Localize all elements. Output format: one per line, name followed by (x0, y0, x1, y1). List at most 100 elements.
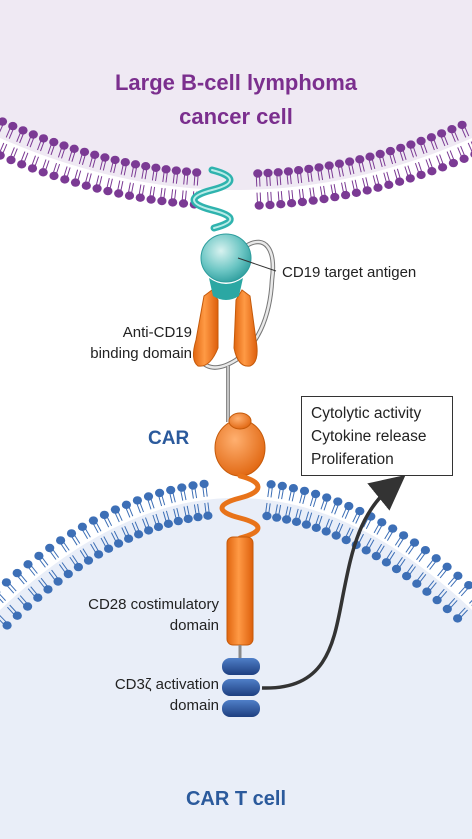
lipid-head (453, 614, 463, 623)
lipid-head (314, 163, 324, 172)
lipid-head (355, 506, 365, 516)
lipid-head (177, 483, 187, 492)
lipid-head (381, 558, 391, 567)
lipid-head (344, 501, 354, 511)
lipid-head (38, 168, 48, 177)
lipid-head (193, 512, 203, 522)
lipid-head (304, 164, 314, 174)
lipid-head (396, 143, 406, 153)
lipid-head (459, 154, 469, 163)
effect-proliferation: Proliferation (311, 451, 394, 468)
lipid-head (362, 186, 372, 195)
lipid-head (34, 551, 44, 561)
cd28-domain (226, 536, 254, 646)
lipid-head (311, 523, 321, 532)
lipid-head (178, 199, 189, 208)
lipid-head (0, 151, 5, 160)
lipid-head (173, 516, 183, 526)
lipid-head (92, 184, 102, 193)
lipid-head (166, 485, 176, 495)
lipid-head (437, 129, 447, 138)
lipid-head (135, 193, 145, 202)
lipid-head (99, 510, 109, 520)
lipid-head (273, 168, 283, 177)
lipid-head (265, 200, 275, 210)
lipid-head (276, 200, 286, 209)
cd19-antigen (200, 233, 252, 283)
lipid-head (0, 117, 8, 126)
lipid-head (17, 160, 27, 169)
lipid-head (134, 530, 144, 539)
lipid-head (266, 480, 276, 489)
lipid-head (297, 197, 307, 207)
lipid-head (110, 155, 120, 165)
lipid-head (103, 186, 113, 196)
lipid-head (70, 178, 81, 187)
lipid-head (1, 578, 11, 587)
lipid-head (442, 562, 452, 571)
lipid-head (130, 160, 141, 169)
lipid-head (321, 527, 331, 536)
cd28-label-line1: CD28 costimulatory (88, 596, 219, 613)
lipid-head (330, 192, 340, 202)
cancer-cell-title-line1: Large B-cell lymphoma (114, 70, 358, 95)
lipid-head (49, 171, 59, 181)
cancer-cell-title: Large B-cell lymphoma cancer cell (0, 66, 472, 134)
cd3-label-line1: CD3ζ activation (114, 676, 219, 693)
lipid-head (294, 166, 304, 175)
lipid-tail (0, 142, 5, 154)
lipid-head (157, 196, 167, 206)
cd3-label: CD3ζ activation domain (115, 674, 219, 716)
lipid-head (66, 529, 77, 538)
effect-cytolytic: Cytolytic activity (311, 405, 422, 422)
lipid-head (199, 479, 209, 489)
lipid-head (464, 581, 472, 590)
cd19-helix-highlight (193, 169, 232, 229)
lipid-head (79, 147, 90, 157)
lipid-head (49, 137, 59, 147)
lipid-head (143, 492, 154, 501)
lipid-tail (469, 599, 472, 604)
lipid-head (395, 177, 405, 186)
lipid-head (331, 531, 341, 540)
cancer-cell-title-line2: cancer cell (179, 104, 293, 129)
lipid-head (77, 522, 87, 531)
lipid-head (341, 190, 351, 200)
anti-cd19-label-line2: binding domain (90, 345, 192, 362)
lipid-head (388, 524, 398, 533)
lipid-head (28, 130, 38, 139)
cd3-label-line2: domain (169, 697, 219, 714)
lipid-head (277, 481, 287, 491)
signal-arrow (261, 474, 406, 690)
lipid-head (406, 140, 416, 149)
lipid-head (192, 168, 202, 177)
lipid-head (124, 534, 134, 543)
lipid-head (146, 195, 156, 204)
lipid-head (43, 585, 53, 594)
cd3-block-2 (222, 679, 260, 696)
cd28-label-line2: domain (169, 617, 219, 634)
cd19-antigen-base (209, 278, 243, 300)
lipid-head (373, 183, 383, 192)
lipid-head (253, 169, 263, 178)
lipid-head (23, 560, 33, 569)
lipid-head (23, 602, 33, 611)
lipid-head (447, 125, 457, 134)
lipid-head (426, 133, 436, 142)
lipid-head (83, 556, 94, 565)
lipid-head (263, 168, 273, 178)
lipid-head (399, 531, 409, 540)
lipid-head (155, 488, 165, 498)
lipid-head (375, 149, 385, 159)
lipid-head (262, 511, 272, 521)
lipid-head (442, 604, 452, 614)
lipid-head (351, 188, 361, 197)
anti-cd19-right-arm (233, 289, 258, 367)
lipid-head (301, 520, 311, 529)
lipid-head (114, 539, 124, 548)
lipid-head (73, 562, 83, 572)
lipid-head (361, 546, 371, 555)
lipid-head (94, 550, 104, 559)
lipid-head (60, 175, 70, 184)
lipid-head (8, 121, 18, 131)
